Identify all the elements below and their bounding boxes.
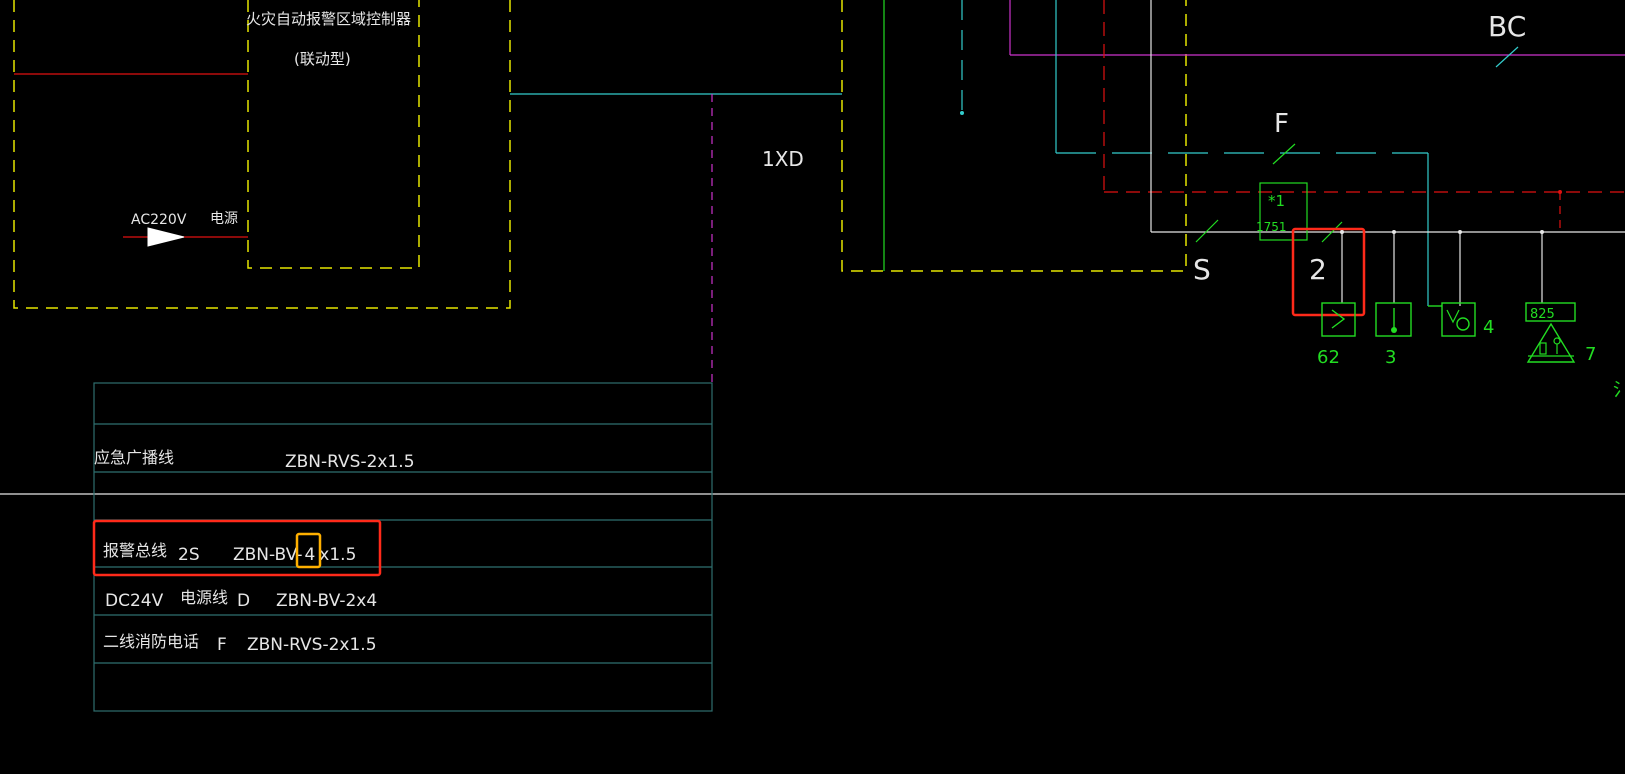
- module-1751-box: [1259, 182, 1308, 241]
- legend-row-4-code: F: [217, 635, 227, 655]
- legend-row-3-code: D: [237, 591, 250, 611]
- highlight-box-2: [1291, 227, 1366, 317]
- xd-box: [841, 0, 1187, 272]
- dev-825-label: 825: [1530, 307, 1555, 322]
- outer-cabinet-boundary: [13, 0, 511, 309]
- legend-row-1-spec: ZBN-RVS-2x1.5: [285, 452, 415, 472]
- s-label: S: [1193, 253, 1211, 286]
- controller-box: [247, 0, 420, 269]
- power-label: AC220V: [131, 212, 187, 228]
- controller-title: 火灾自动报警区域控制器: [246, 10, 411, 28]
- red-junction: [1558, 190, 1562, 194]
- power-arrow-icon: [147, 227, 185, 247]
- sound-light-alarm-icon: [1525, 302, 1576, 363]
- junction-825: [1540, 230, 1544, 234]
- s-tick: [1195, 219, 1219, 243]
- dev-3-label: 3: [1385, 347, 1396, 368]
- junction-3: [1392, 230, 1396, 234]
- legend-row-2-code: 2S: [178, 545, 200, 565]
- bc-tick: [1495, 46, 1519, 68]
- f-tick: [1272, 143, 1296, 165]
- dev-62-label: 62: [1317, 347, 1340, 368]
- highlight-number: 2: [1309, 253, 1327, 286]
- junction-62: [1340, 230, 1344, 234]
- xd-label: 1XD: [762, 147, 804, 171]
- junction-4: [1458, 230, 1462, 234]
- legend-row-1-name: 应急广播线: [94, 448, 174, 467]
- dev-7-label: 7: [1585, 344, 1596, 365]
- dev-4-label: 4: [1483, 317, 1494, 338]
- hydrant-button-icon: [1428, 302, 1476, 337]
- s-tick-2: [1321, 221, 1343, 243]
- junction-dot: [960, 111, 964, 115]
- manual-alarm-icon: [1375, 302, 1412, 337]
- power-name: 电源: [210, 211, 238, 227]
- highlight-box-core-count: [295, 532, 322, 569]
- module-code: 1751: [1256, 220, 1287, 234]
- edge-glyph: 氵: [1613, 380, 1625, 401]
- legend-row-3-spec: ZBN-BV-2x4: [276, 591, 377, 611]
- legend-row-3-name: 电源线: [180, 588, 228, 607]
- controller-subtitle: (联动型): [294, 50, 351, 68]
- module-star: *1: [1268, 192, 1285, 210]
- smoke-detector-icon: [1321, 302, 1356, 337]
- highlight-box-alarm-bus: [92, 519, 382, 577]
- f-label: F: [1274, 109, 1289, 139]
- legend-row-4-spec: ZBN-RVS-2x1.5: [247, 635, 377, 655]
- legend-row-4-name: 二线消防电话: [103, 632, 199, 651]
- legend-row-3-prefix: DC24V: [105, 591, 164, 611]
- legend-spec-highlight: 4: [304, 545, 315, 565]
- bc-label: BC: [1488, 10, 1526, 43]
- legend-row-2-name: 报警总线: [103, 541, 167, 560]
